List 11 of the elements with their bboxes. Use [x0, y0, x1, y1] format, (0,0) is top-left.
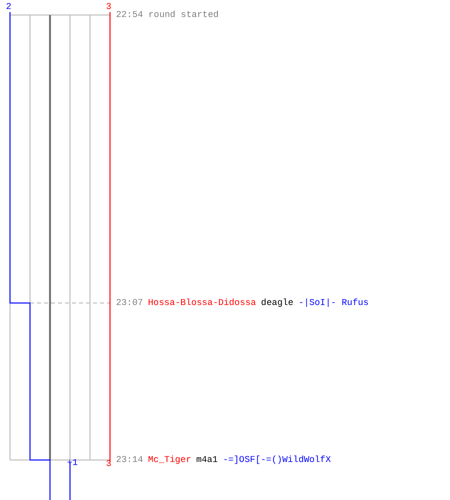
event-time: 23:14 — [116, 456, 144, 465]
weapon-name: deagle — [261, 299, 294, 308]
weapon-name: m4a1 — [196, 456, 218, 465]
player-name: -=]OSF[-=()WildWolfX — [222, 456, 331, 465]
event-text: 22:54 round started — [116, 11, 219, 20]
event-time: 23:07 — [116, 299, 144, 308]
player-name: -|SoI|- Rufus — [298, 299, 369, 308]
player-name: Mc_Tiger — [148, 456, 192, 465]
count-number: 2 — [6, 3, 12, 12]
player-name: Hossa-Blossa-Didossa — [148, 299, 256, 308]
count-number: 3 — [106, 3, 112, 12]
